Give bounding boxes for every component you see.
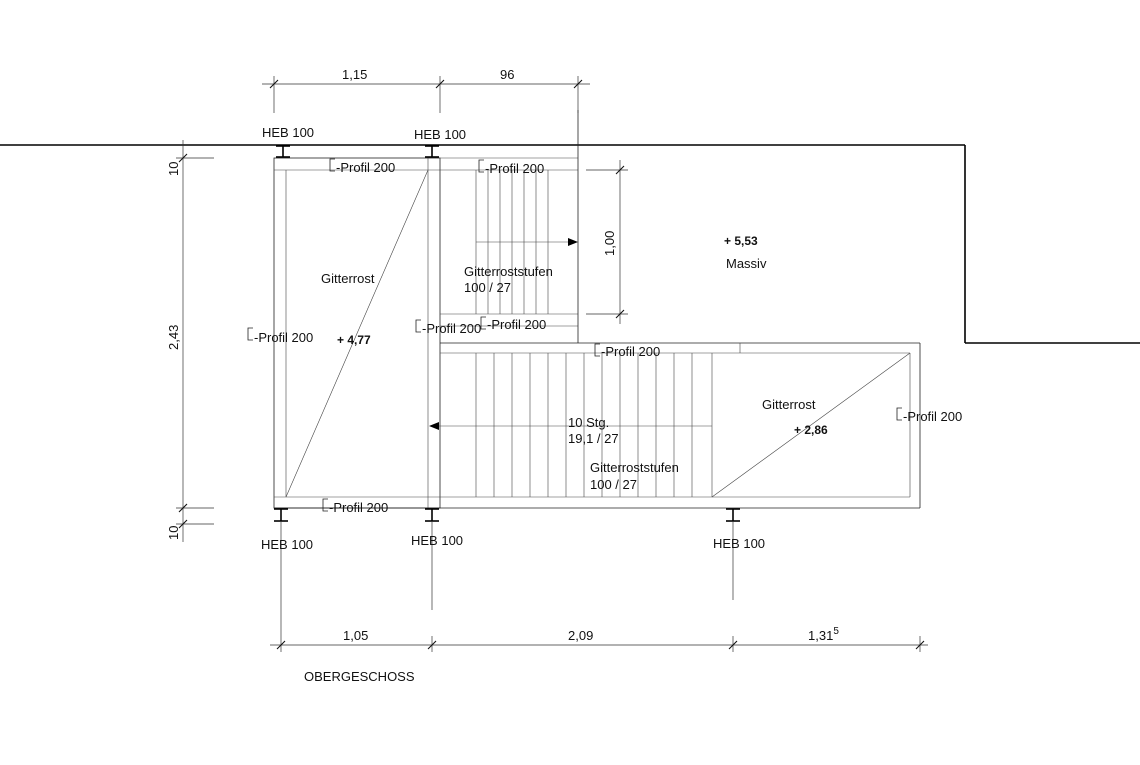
dim-left-mid: 2,43 bbox=[166, 325, 181, 350]
dim-bottom-3-superscript: 5 bbox=[833, 626, 839, 637]
profile-label-landing-upper: -Profil 200 bbox=[487, 317, 546, 332]
dimension-left bbox=[176, 140, 214, 542]
profile-label-mid-side: -Profil 200 bbox=[422, 321, 481, 336]
dim-bottom-2: 2,09 bbox=[568, 628, 593, 643]
beam-label-bottom-right: HEB 100 bbox=[713, 536, 765, 551]
grating-diagonal-left bbox=[285, 169, 429, 498]
dim-top-1: 1,15 bbox=[342, 67, 367, 82]
lower-steps-count: 10 Stg. bbox=[568, 415, 609, 430]
lower-flight bbox=[274, 342, 921, 509]
zone-label-lower-steps: Gitterroststufen bbox=[590, 460, 679, 475]
beam-symbol-bottom-mid bbox=[425, 508, 439, 522]
lower-flight-arrow-head bbox=[429, 422, 439, 430]
level-massive: + 5,53 bbox=[724, 234, 758, 248]
upper-flight bbox=[440, 110, 579, 343]
channel-symbols bbox=[247, 158, 902, 512]
dim-left-bottom: 10 bbox=[166, 526, 181, 540]
wall-outline bbox=[0, 144, 1140, 344]
dim-bottom-1: 1,05 bbox=[343, 628, 368, 643]
dim-bottom-3: 1,315 bbox=[808, 626, 839, 643]
profile-label-right-side: -Profil 200 bbox=[903, 409, 962, 424]
beam-symbol-bottom-right bbox=[726, 508, 740, 522]
dimension-top bbox=[262, 76, 590, 113]
beam-symbol-top-mid bbox=[425, 145, 439, 158]
channel-icon bbox=[478, 159, 484, 173]
zone-label-massive: Massiv bbox=[726, 256, 767, 271]
channel-icon bbox=[480, 316, 486, 330]
beam-symbol-bottom-left bbox=[274, 508, 288, 522]
channel-icon bbox=[329, 158, 335, 172]
profile-label-bottom-left: -Profil 200 bbox=[329, 500, 388, 515]
level-left-grating: + 4,77 bbox=[337, 333, 371, 347]
dimension-inner-vertical bbox=[586, 160, 628, 324]
channel-icon bbox=[896, 407, 902, 421]
channel-icon bbox=[594, 343, 600, 357]
dim-left-top: 10 bbox=[166, 162, 181, 176]
zone-size-upper-steps: 100 / 27 bbox=[464, 280, 511, 295]
dimension-bottom bbox=[270, 521, 928, 652]
beam-label-bottom-mid: HEB 100 bbox=[411, 533, 463, 548]
channel-icon bbox=[322, 498, 328, 512]
zone-label-left-grating: Gitterrost bbox=[321, 271, 375, 286]
beam-label-top-mid: HEB 100 bbox=[414, 127, 466, 142]
beam-symbol-top-left bbox=[276, 145, 290, 158]
profile-label-left-side: -Profil 200 bbox=[254, 330, 313, 345]
upper-flight-arrow-head bbox=[568, 238, 578, 246]
level-right-grating: + 2,86 bbox=[794, 423, 828, 437]
grating-diagonal-right bbox=[711, 352, 911, 498]
lower-steps-ratio: 19,1 / 27 bbox=[568, 431, 619, 446]
drawing-caption: OBERGESCHOSS bbox=[304, 669, 415, 684]
channel-icon bbox=[415, 319, 421, 333]
zone-label-upper-steps: Gitterroststufen bbox=[464, 264, 553, 279]
profile-label-top-mid: -Profil 200 bbox=[485, 161, 544, 176]
channel-icon bbox=[247, 327, 253, 341]
zone-label-right-grating: Gitterrost bbox=[762, 397, 816, 412]
profile-label-stair-top: -Profil 200 bbox=[601, 344, 660, 359]
beam-label-bottom-left: HEB 100 bbox=[261, 537, 313, 552]
dim-inner-vertical: 1,00 bbox=[602, 231, 617, 256]
dim-bottom-3-main: 1,31 bbox=[808, 628, 833, 643]
zone-size-lower-steps: 100 / 27 bbox=[590, 477, 637, 492]
beam-label-top-left: HEB 100 bbox=[262, 125, 314, 140]
profile-label-top-left: -Profil 200 bbox=[336, 160, 395, 175]
dim-top-2: 96 bbox=[500, 67, 514, 82]
